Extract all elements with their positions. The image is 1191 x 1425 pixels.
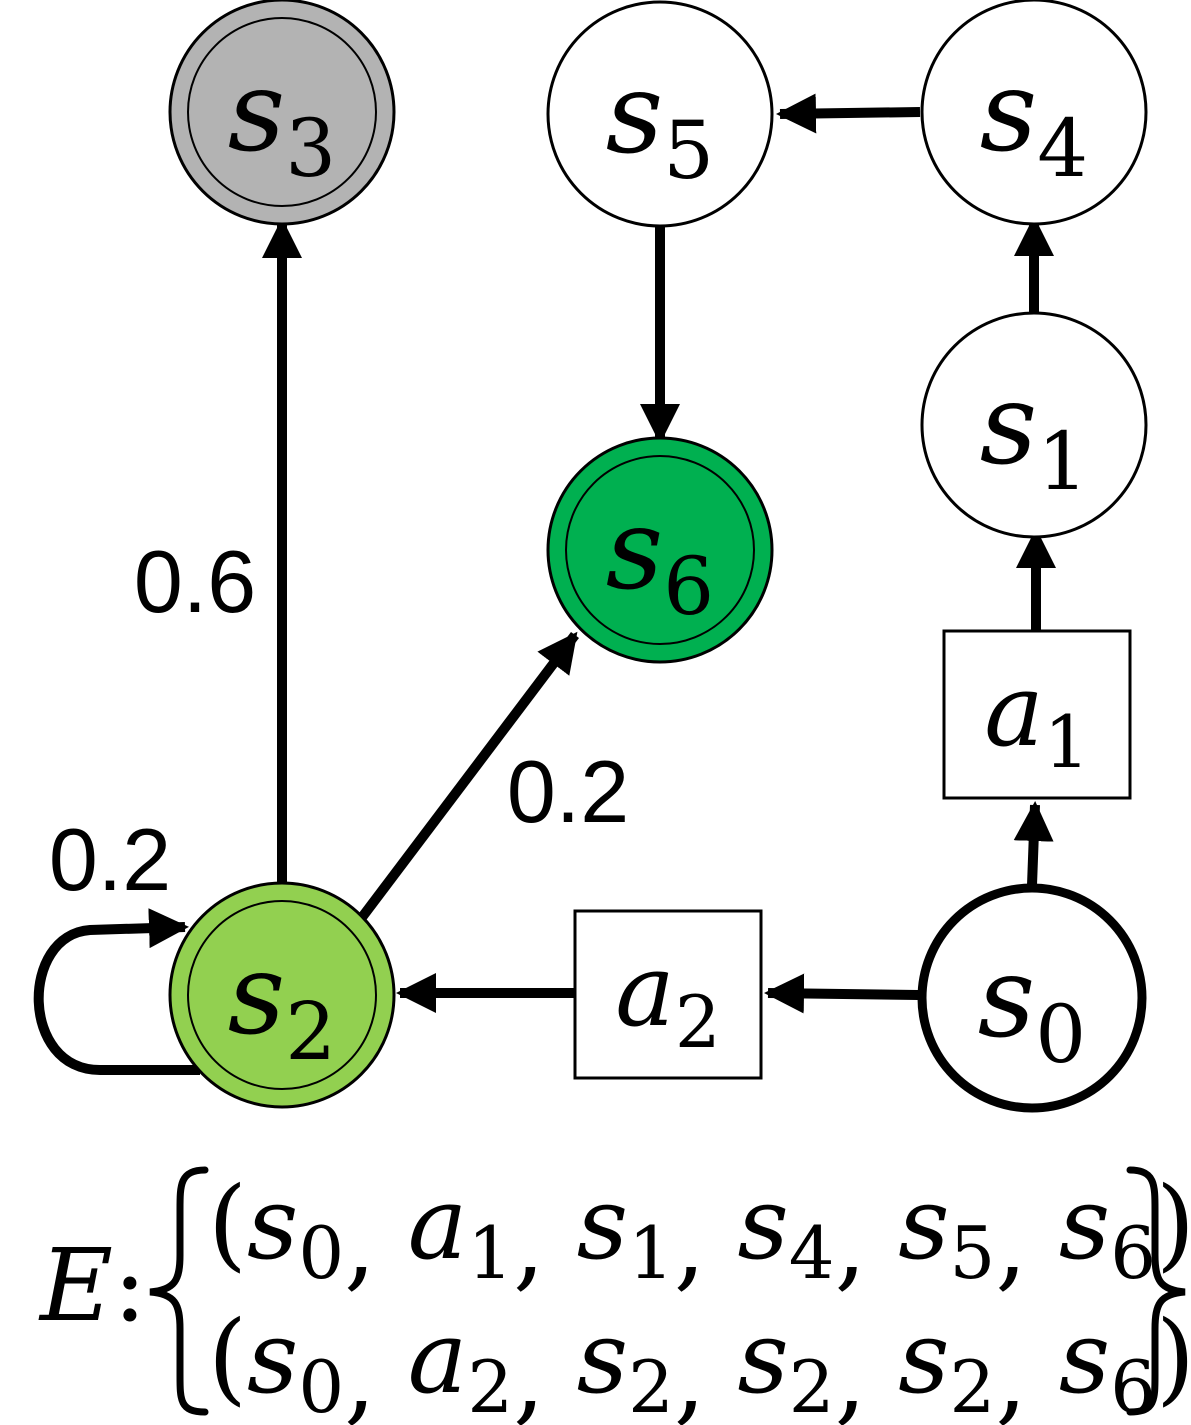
episode-1: (s0, a1, s1, s4, s5, s6), <box>208 1165 1191 1302</box>
node-s2-ring <box>187 900 377 1090</box>
node-s5: s5 <box>546 0 774 228</box>
edge-s2-s6 <box>356 631 579 924</box>
action-a1: a1 <box>942 629 1132 800</box>
edge-label-s2-s3: 0.6 <box>134 532 256 631</box>
node-s6-circle <box>546 436 774 664</box>
node-s0-label: s0 <box>978 933 1086 1081</box>
node-s6: s6 <box>546 436 774 664</box>
edge-s4-s5 <box>776 93 921 134</box>
node-s1: s1 <box>920 311 1148 539</box>
episodes-label: E: <box>38 1227 147 1344</box>
action-a2-label: a2 <box>615 932 720 1064</box>
node-s2: s2 <box>168 881 396 1109</box>
node-s6-ring <box>565 455 755 645</box>
right-brace <box>1126 1166 1186 1416</box>
action-a2: a2 <box>573 909 763 1080</box>
node-s3-ring <box>187 17 377 207</box>
node-s4-circle <box>920 0 1148 226</box>
episodes-set: E: (s0, a1, s1, s4, s5, s6), (s0, a2, s2… <box>38 1165 1191 1425</box>
node-s4: s4 <box>920 0 1148 226</box>
edge-s0-a2 <box>764 973 919 1014</box>
node-s5-label: s5 <box>606 49 714 197</box>
node-s5-circle <box>546 0 774 228</box>
edge-label-s2-s6: 0.2 <box>507 742 629 841</box>
node-s2-label: s2 <box>228 930 336 1078</box>
edge-label-s2-self: 0.2 <box>49 810 171 909</box>
node-s3-label: s3 <box>228 47 336 195</box>
edges <box>33 93 1056 1075</box>
node-s4-label: s4 <box>980 47 1088 195</box>
node-s1-label: s1 <box>980 360 1088 508</box>
action-a1-box <box>942 629 1132 800</box>
edge-s2-self-loop <box>33 908 200 1075</box>
node-s2-circle <box>168 881 396 1109</box>
edge-s0-a1 <box>1013 801 1054 886</box>
action-a2-box <box>573 909 763 1080</box>
node-s1-circle <box>920 311 1148 539</box>
node-s3: s3 <box>168 0 396 226</box>
node-s0-circle <box>917 883 1147 1113</box>
node-s0: s0 <box>917 883 1147 1113</box>
node-s6-label: s6 <box>606 485 714 633</box>
action-a1-label: a1 <box>984 652 1089 784</box>
left-brace <box>149 1166 209 1416</box>
episode-2: (s0, a2, s2, s2, s2, s6) <box>208 1299 1191 1425</box>
node-s3-circle <box>168 0 396 226</box>
